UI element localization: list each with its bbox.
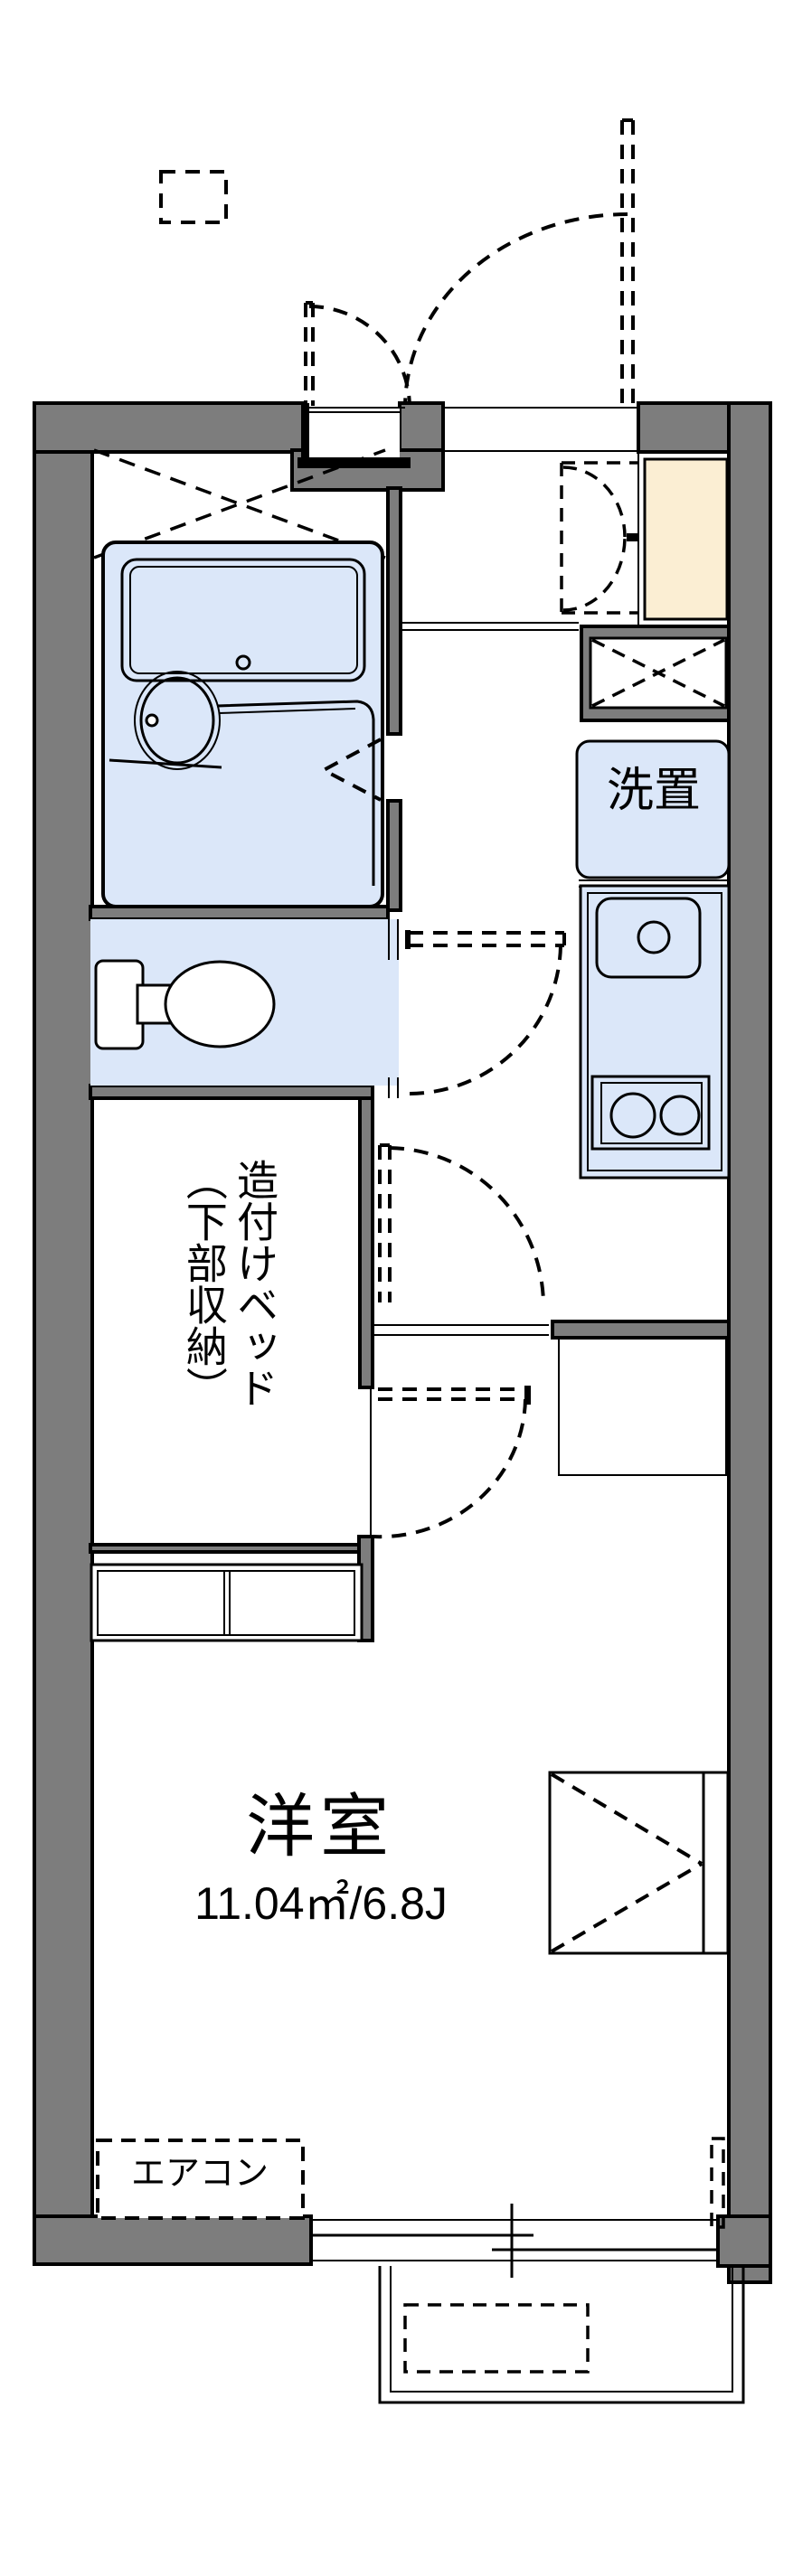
x-mark-icon <box>591 638 725 708</box>
window-balcony <box>309 2204 745 2404</box>
bathroom-folding-door-icon <box>319 738 382 802</box>
basin-faucet-icon <box>145 713 159 728</box>
wall-left <box>33 401 94 2266</box>
wall-bottom-left <box>33 2214 313 2266</box>
interior-doors <box>370 930 566 1539</box>
stove <box>590 1075 711 1151</box>
walls <box>33 401 772 2284</box>
kitchen <box>579 879 731 1180</box>
washer-space <box>575 739 731 879</box>
washer-label: 洗置 <box>606 765 701 817</box>
toilet-tank <box>94 959 145 1050</box>
bath-basin <box>139 676 215 765</box>
wall-bed-bottom <box>89 1543 374 1554</box>
room-door2-swing-arc-icon <box>372 1398 527 1539</box>
bed-storage-strip <box>90 1563 364 1642</box>
bathtub <box>120 558 366 682</box>
washer-box <box>575 739 731 879</box>
bathroom <box>93 448 386 908</box>
storage-x-box <box>580 625 731 722</box>
main-room <box>96 1337 730 2229</box>
kitchen-counter <box>579 884 731 1180</box>
bed-storage-label: 造付けベッド（下部収納） <box>172 1159 280 1529</box>
folding-door-arc-upper-icon <box>562 465 627 538</box>
counter-box <box>558 1337 727 1476</box>
main-room-name: 洋室 <box>246 1789 394 1866</box>
wall-top-left <box>33 401 307 454</box>
folding-door-arc-lower-icon <box>562 536 627 612</box>
aircon-label: エアコン <box>130 2155 269 2193</box>
bathtub-drain-icon <box>235 654 251 671</box>
entrance-door-swing-arc-icon <box>403 212 628 409</box>
wall-bath-right-upper <box>386 486 402 736</box>
wall-bottom-right <box>716 2214 772 2268</box>
unit-bath <box>101 541 384 908</box>
aircon-box <box>96 2139 305 2220</box>
entry-door-leaf-top-icon <box>159 170 228 224</box>
wall-bath-right-lower <box>386 799 402 912</box>
wall-right <box>727 401 772 2284</box>
bed-storage-label-line2: （下部収納） <box>180 1159 228 1408</box>
wall-bed-right <box>358 1096 374 1389</box>
sink-faucet-icon <box>637 920 671 954</box>
balcony-dashed-box <box>403 2303 590 2374</box>
small-door-swing-arc-icon <box>308 305 411 409</box>
triangle-dash-icon <box>550 1772 703 1953</box>
curtain-box-dashed <box>710 2137 725 2229</box>
main-room-area: 11.04㎡/6.8J <box>194 1878 448 1929</box>
room-door-swing-arc-icon <box>389 1146 545 1304</box>
shoe-cabinet <box>560 452 730 626</box>
kitchen-sink <box>595 897 702 979</box>
toilet-door-swing-arc-icon <box>408 945 562 1095</box>
bathroom-x-mark-icon <box>93 448 386 559</box>
wall-bath-toilet <box>89 905 390 921</box>
burner-right-icon <box>659 1095 701 1136</box>
toilet-bowl <box>164 960 276 1048</box>
wall-toilet-bed <box>89 1084 374 1100</box>
shoe-cabinet-box <box>643 457 729 621</box>
toilet-room <box>90 919 399 1098</box>
entry-door-symbols <box>159 118 635 409</box>
balcony-outer <box>378 2266 745 2404</box>
bed-storage-label-line1: 造付けベッド <box>231 1159 279 1408</box>
burner-left-icon <box>609 1092 656 1139</box>
wall-hall-room-divider <box>551 1320 731 1340</box>
